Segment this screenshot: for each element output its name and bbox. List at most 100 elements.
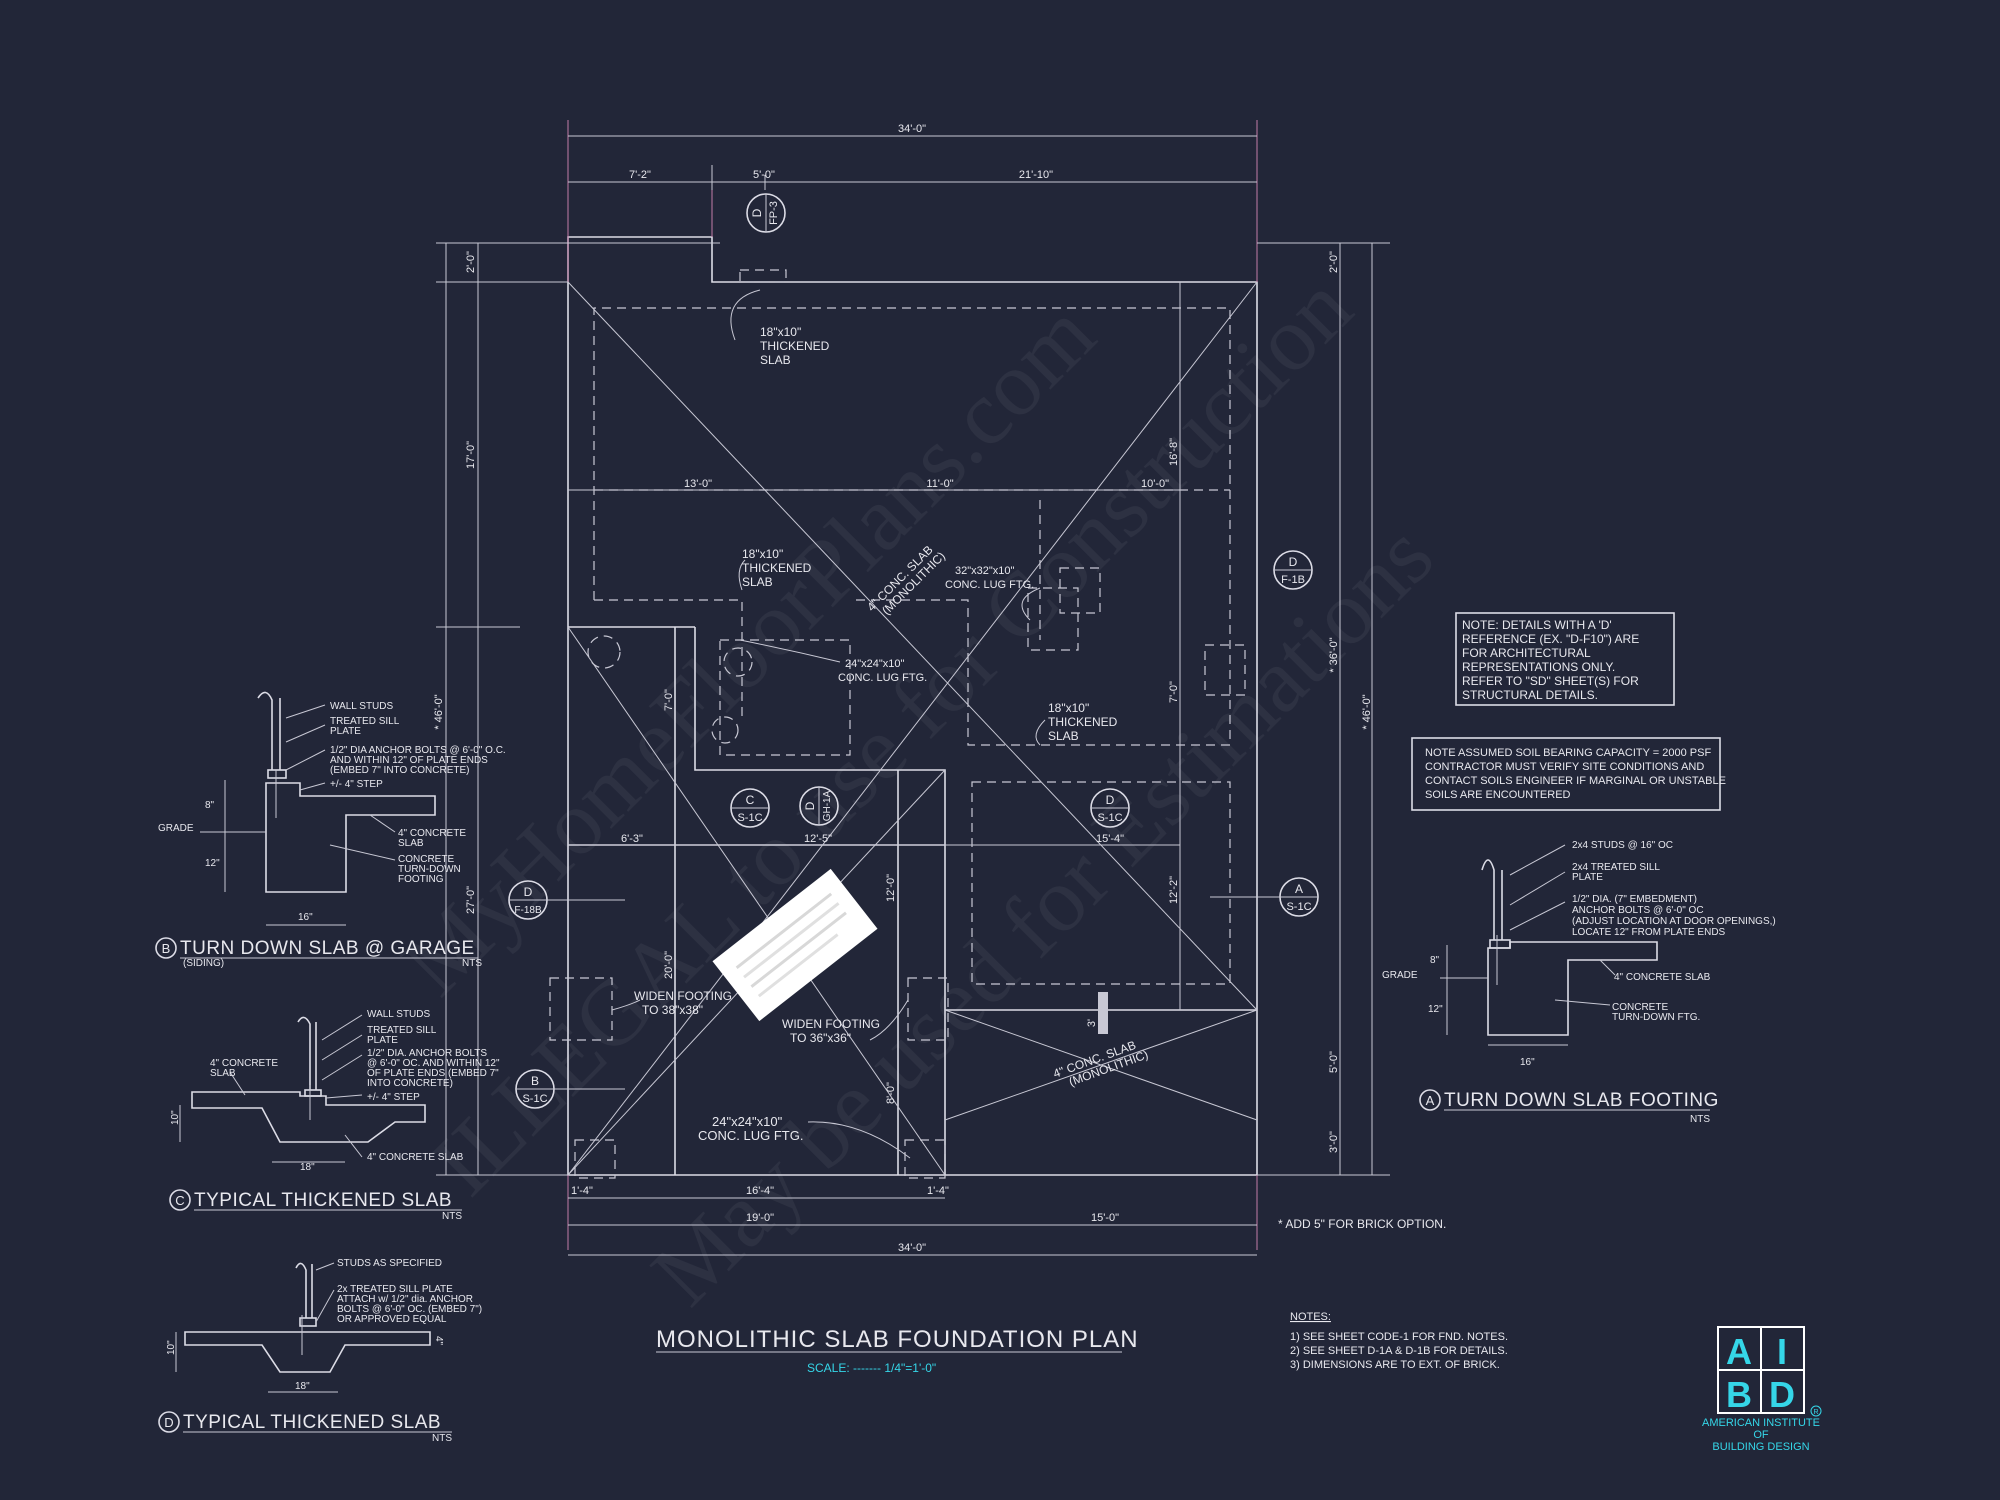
callout-line: CONC. LUG FTG. xyxy=(945,579,1034,591)
callout-line: THICKENED xyxy=(760,339,830,353)
notes-box: NOTE: DETAILS WITH A 'D' REFERENCE (EX. … xyxy=(1455,612,1675,706)
detail-label: +/- 4" STEP xyxy=(367,1092,420,1103)
dim-interior-f: 15'-4" xyxy=(1096,833,1124,845)
brick-note: * ADD 5" FOR BRICK OPTION. xyxy=(1278,1217,1446,1231)
detail-title: TURN DOWN SLAB FOOTING xyxy=(1444,1090,1719,1111)
tag-ref: S-1C xyxy=(1097,812,1122,824)
callout-line: WIDEN FOOTING xyxy=(634,989,732,1003)
soil-box-line: SOILS ARE ENCOUNTERED xyxy=(1425,789,1571,801)
detail-footing xyxy=(265,782,436,893)
detail-stud xyxy=(295,1262,307,1318)
detail-marker: D xyxy=(164,1415,173,1430)
tag-ref: S-1C xyxy=(522,1093,547,1105)
dim-right-mid1: 16'-8" xyxy=(1168,438,1180,466)
detail-label: CONCRETE xyxy=(398,854,454,865)
detail-sill xyxy=(267,769,287,779)
tag-letter: D xyxy=(750,208,764,217)
detail-label: 4" xyxy=(433,1336,444,1346)
section-tag[interactable]: A S-1C xyxy=(1279,877,1319,917)
leader xyxy=(1509,901,1566,931)
detail-footing xyxy=(184,1331,431,1373)
lug-dashed xyxy=(1059,567,1101,614)
detail-stud xyxy=(297,1016,311,1090)
leader xyxy=(321,1034,363,1061)
notes-box-frame xyxy=(1455,612,1675,706)
plan-title-block: MONOLITHIC SLAB FOUNDATION PLAN SCALE: -… xyxy=(656,1326,1138,1375)
callout-lug-32: 32"x32"x10" CONC. LUG FTG. xyxy=(945,565,1041,621)
detail-marker-circle xyxy=(158,1411,180,1433)
dim-interior-d: 6'-3" xyxy=(621,833,643,845)
section-tag[interactable]: C S-1C xyxy=(730,788,770,828)
pier-dashed xyxy=(587,635,621,669)
slab-outline xyxy=(567,236,1258,1176)
leader xyxy=(611,999,641,1011)
detail-label: 10" xyxy=(166,1340,177,1355)
dim-bottom-inner: 16'-4" xyxy=(746,1185,774,1197)
dim-interior-g: 7'-0" xyxy=(663,689,675,711)
detail-label: 18" xyxy=(300,1162,315,1173)
leader xyxy=(285,724,326,743)
callout-line: TO 36"x36" xyxy=(790,1031,851,1045)
slab-diagonal xyxy=(944,1009,1258,1121)
detail-label: 10" xyxy=(170,1110,181,1125)
section-tag[interactable]: D S-1C xyxy=(1090,788,1130,828)
dim-left-upper: 17'-0" xyxy=(465,441,477,469)
notes-box-line: REFER TO "SD" SHEET(S) FOR xyxy=(1462,674,1639,688)
detail-footing xyxy=(1487,941,1658,1036)
dim-bottom-seg1: 19'-0" xyxy=(746,1212,774,1224)
dim-right-overall: * 46'-0" xyxy=(1361,694,1373,729)
plan-label-card xyxy=(712,868,878,1022)
tag-ref: S-1C xyxy=(1286,901,1311,913)
section-tag[interactable]: B S-1C xyxy=(515,1069,555,1109)
leader xyxy=(315,1289,335,1323)
detail-label: OF PLATE ENDS (EMBED 7" xyxy=(367,1068,499,1079)
leader xyxy=(730,289,761,341)
notes-box-line: NOTE: DETAILS WITH A 'D' xyxy=(1462,618,1612,632)
detail-label: INTO CONCRETE) xyxy=(367,1078,453,1089)
leader xyxy=(325,1094,363,1099)
detail-label: 1/2" DIA. ANCHOR BOLTS xyxy=(367,1048,487,1059)
detail-label: GRADE xyxy=(158,823,194,834)
detail-marker: C xyxy=(175,1193,184,1208)
section-tag[interactable]: D F-18B xyxy=(508,880,548,920)
callout-thickened-slab-3: 18"x10" THICKENED SLAB xyxy=(1035,701,1118,746)
detail-label: 4" CONCRETE SLAB xyxy=(367,1152,464,1163)
section-tag[interactable]: D FP-3 xyxy=(746,193,786,233)
section-tag[interactable]: D GH-1A xyxy=(799,786,839,826)
tag-letter: C xyxy=(746,793,755,807)
general-note-line: 3) DIMENSIONS ARE TO EXT. OF BRICK. xyxy=(1290,1359,1500,1371)
notes-box-line: STRUCTURAL DETAILS. xyxy=(1462,688,1598,702)
dim-interior-k: 3' xyxy=(1086,1019,1098,1027)
callout-line: 18"x10" xyxy=(1048,701,1089,715)
section-tag[interactable]: D F-1B xyxy=(1273,550,1313,590)
detail-title: TURN DOWN SLAB @ GARAGE xyxy=(180,938,475,959)
callout-line: 24"x24"x10" xyxy=(845,658,905,670)
detail-footing xyxy=(191,1091,426,1143)
plan-scale: SCALE: ------- 1/4"=1'-0" xyxy=(807,1361,936,1375)
dim-left-top: 2'-0" xyxy=(465,251,477,273)
callout-widen-38: WIDEN FOOTING TO 38"x38" xyxy=(611,989,732,1017)
detail-title: TYPICAL THICKENED SLAB xyxy=(194,1190,452,1211)
detail-marker-circle xyxy=(169,1189,191,1211)
dim-interior-j: 8'-0" xyxy=(885,1082,897,1104)
lug-dashed xyxy=(904,1139,946,1179)
detail-label: 18" xyxy=(295,1381,310,1392)
logo-letter: B xyxy=(1726,1374,1752,1415)
logo-text: BUILDING DESIGN xyxy=(1712,1441,1809,1453)
leader xyxy=(1599,959,1616,976)
leader xyxy=(369,814,396,833)
detail-a: 2x4 STUDS @ 16" OC 2x4 TREATED SILL PLAT… xyxy=(1382,840,1776,1125)
callout-thickened-slab-1: 18"x10" THICKENED SLAB xyxy=(730,289,830,367)
detail-label: SLAB xyxy=(398,838,424,849)
aibd-logo: A I B D R AMERICAN INSTITUTE OF BUILDING… xyxy=(1702,1326,1822,1453)
leader xyxy=(738,559,746,591)
callout-line: 18"x10" xyxy=(742,547,783,561)
leader xyxy=(285,704,326,719)
leader xyxy=(807,1121,911,1159)
detail-marker: B xyxy=(162,941,171,956)
dim-bottom-right: 1'-4" xyxy=(927,1185,949,1197)
foundation-plan: 34'-0" 7'-2" 5'-0" 21'-10" 1'-4" 16'-4" … xyxy=(433,120,1446,1256)
detail-label: 16" xyxy=(298,912,313,923)
dim-interior-h: 12'-0" xyxy=(885,874,897,902)
